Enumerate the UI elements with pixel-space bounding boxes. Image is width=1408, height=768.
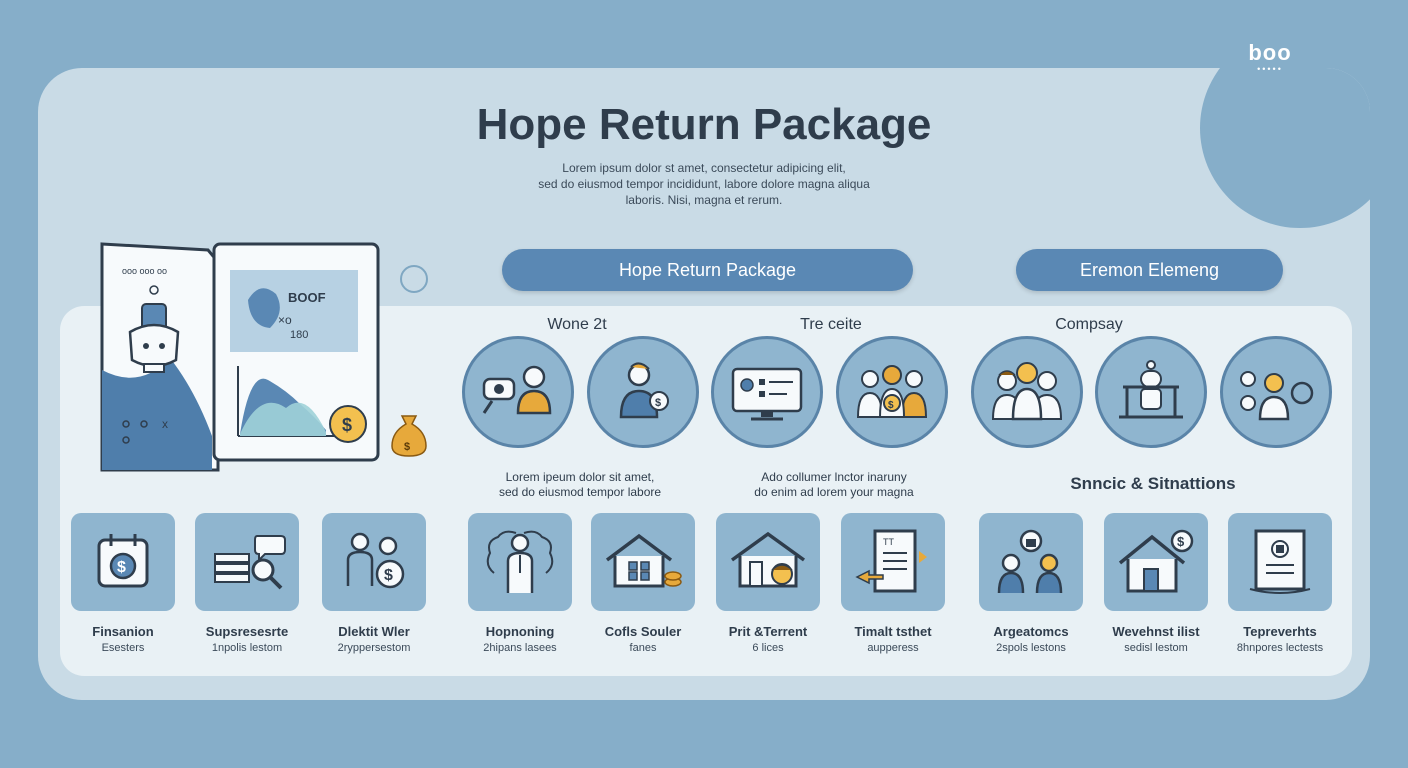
tile-sublabel: 2ryppersestom bbox=[337, 642, 411, 654]
tile-label: Argeatomcs bbox=[993, 624, 1069, 639]
circle-person-coin[interactable]: $ bbox=[587, 336, 699, 448]
tile-supsresesrte[interactable] bbox=[195, 513, 299, 611]
tile-label: Finsanion bbox=[92, 624, 154, 639]
description-line: Lorem ipeum dolor sit amet, bbox=[505, 470, 655, 484]
svg-text:TT: TT bbox=[883, 537, 894, 547]
group-label-b: Tre ceite bbox=[800, 316, 862, 333]
tile-hopnoning[interactable] bbox=[468, 513, 572, 611]
description-line: sed do eiusmod tempor labore bbox=[498, 485, 662, 499]
group-label-d: Snncic & Sitnattions bbox=[1070, 474, 1236, 493]
illus-map-text: 180 bbox=[290, 329, 308, 341]
tile-sublabel: 8hnpores lectests bbox=[1236, 642, 1324, 654]
calendar-dollar-icon: $ bbox=[97, 534, 149, 588]
tile-wevehnst-ilist[interactable]: $ bbox=[1104, 513, 1208, 611]
document-arrow-icon: TT bbox=[855, 529, 927, 593]
tile-sublabel: sedisl lestom bbox=[1124, 642, 1188, 654]
logo-text: boo bbox=[1248, 40, 1292, 65]
family-icon bbox=[991, 362, 1063, 421]
house-coins-icon bbox=[605, 533, 682, 588]
circle-people-group[interactable]: $ bbox=[836, 336, 948, 448]
subtitle-line: Lorem ipsum dolor st amet, consectetur a… bbox=[562, 161, 846, 175]
circle-robot-balance[interactable] bbox=[1095, 336, 1207, 448]
monitor-dashboard-icon bbox=[731, 367, 803, 421]
circle-family[interactable] bbox=[971, 336, 1083, 448]
svg-text:$: $ bbox=[384, 567, 393, 584]
svg-text:$: $ bbox=[1177, 534, 1185, 549]
group-label-a: Wone 2t bbox=[547, 316, 607, 333]
magnifier-person-icon bbox=[482, 365, 552, 415]
network-person-icon bbox=[1240, 371, 1314, 421]
tile-argeatomcs[interactable] bbox=[979, 513, 1083, 611]
illus-map-text: BOOF bbox=[288, 290, 326, 305]
tile-tepreverhts[interactable] bbox=[1228, 513, 1332, 611]
people-dollar-icon: $ bbox=[346, 532, 405, 589]
description-line: Ado collumer lnctor inaruny bbox=[761, 470, 907, 484]
illus-dotted-text: ooo ooo oo bbox=[122, 266, 167, 276]
logo-dots: ••••• bbox=[1257, 64, 1283, 74]
svg-text:$: $ bbox=[655, 397, 661, 409]
subtitle-line: sed do eiusmod tempor incididunt, labore… bbox=[538, 177, 870, 191]
tile-label: Wevehnst ilist bbox=[1112, 624, 1200, 639]
svg-text:$: $ bbox=[888, 400, 894, 411]
tile-sublabel: Esesters bbox=[101, 642, 145, 654]
hope-return-package-button[interactable]: Hope Return Package bbox=[502, 249, 913, 291]
robot-balance-icon bbox=[1119, 360, 1183, 419]
tile-label: Tepreverhts bbox=[1243, 624, 1317, 639]
svg-text:$: $ bbox=[117, 559, 126, 576]
tile-label: Prit &Terrent bbox=[728, 624, 808, 639]
tile-sublabel: aupperess bbox=[867, 642, 919, 654]
tile-sublabel: 2hipans lasees bbox=[483, 642, 557, 654]
certificate-icon bbox=[1249, 529, 1311, 594]
page-title: Hope Return Package bbox=[476, 100, 932, 149]
tile-dlektit-wler[interactable]: $ bbox=[322, 513, 426, 611]
house-person-icon bbox=[730, 531, 806, 588]
subtitle-line: laboris. Nisi, magna et rerum. bbox=[625, 193, 783, 207]
svg-text:x: x bbox=[162, 417, 168, 431]
description-left: Lorem ipeum dolor sit amet, sed do eiusm… bbox=[470, 470, 690, 500]
tile-sublabel: 6 lices bbox=[752, 642, 784, 654]
tile-label: Hopnoning bbox=[485, 624, 555, 639]
tile-cofls-souler[interactable] bbox=[591, 513, 695, 611]
tile-prit-terrent[interactable] bbox=[716, 513, 820, 611]
decorative-circle bbox=[400, 265, 428, 293]
tile-label: Supsresesrte bbox=[205, 624, 289, 639]
group-label-c: Compsay bbox=[1055, 316, 1123, 333]
stack-magnifier-chat-icon bbox=[214, 535, 286, 590]
description-line: do enim ad lorem your magna bbox=[754, 485, 914, 499]
circle-monitor[interactable] bbox=[711, 336, 823, 448]
person-thinking-icon bbox=[486, 530, 554, 593]
page-subtitle: Lorem ipsum dolor st amet, consectetur a… bbox=[504, 160, 904, 208]
circle-network-person[interactable] bbox=[1220, 336, 1332, 448]
person-coin-icon: $ bbox=[619, 362, 669, 419]
description-right: Ado collumer lnctor inaruny do enim ad l… bbox=[724, 470, 944, 500]
hero-illustration: ooo ooo oo x BOOF ×o 180 $ $ bbox=[100, 240, 430, 476]
brand-logo[interactable]: boo ••••• bbox=[1244, 40, 1296, 74]
circle-magnifier-person[interactable] bbox=[462, 336, 574, 448]
tile-sublabel: 1npolis lestom bbox=[211, 642, 283, 654]
people-group-coin-icon: $ bbox=[856, 365, 928, 418]
tile-sublabel: 2spols lestons bbox=[996, 642, 1066, 654]
tile-timalt-tsthet[interactable]: TT bbox=[841, 513, 945, 611]
people-lock-icon bbox=[997, 529, 1063, 594]
illus-map-text: ×o bbox=[278, 313, 292, 327]
eremon-elemeng-button[interactable]: Eremon Elemeng bbox=[1016, 249, 1283, 291]
tile-sublabel: fanes bbox=[629, 642, 657, 654]
tile-label: Cofls Souler bbox=[604, 624, 682, 639]
svg-text:$: $ bbox=[404, 441, 410, 453]
house-dollar-icon: $ bbox=[1118, 529, 1194, 593]
tile-label: Dlektit Wler bbox=[338, 624, 410, 639]
dollar-symbol: $ bbox=[342, 415, 352, 435]
tile-label: Timalt tsthet bbox=[854, 624, 932, 639]
tile-finsanion[interactable]: $ bbox=[71, 513, 175, 611]
